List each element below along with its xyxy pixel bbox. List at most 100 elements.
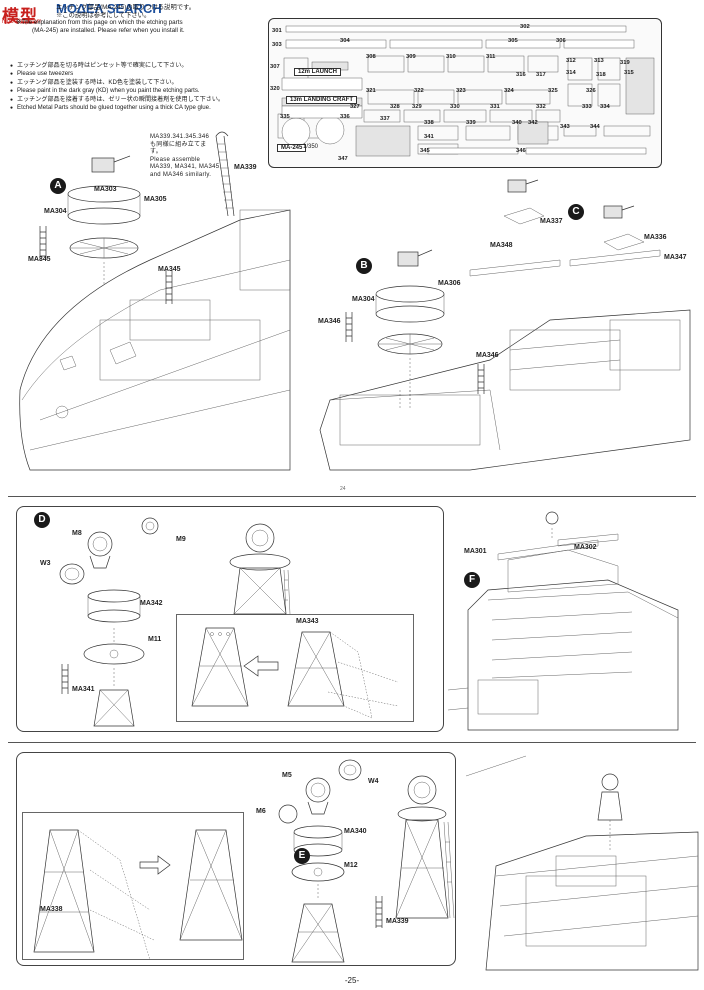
fret-part-number: 323 bbox=[456, 88, 466, 94]
part-label: MA346 bbox=[318, 318, 341, 325]
step-b-ladder-icon bbox=[345, 312, 353, 342]
step-a-ship-bow-drawing bbox=[19, 209, 291, 471]
fret-part-number: 303 bbox=[272, 42, 282, 48]
part-label: MA305 bbox=[144, 196, 167, 203]
part-label: MA340 bbox=[344, 828, 367, 835]
step-b-turret-assembly bbox=[375, 249, 445, 402]
instruction-item: エッチング部品を切る時はピンセット等で確実にして下さい。 bbox=[10, 62, 250, 71]
fret-part-number: 334 bbox=[600, 104, 610, 110]
watermark-url: moo-shop.com bbox=[2, 19, 42, 25]
step-b-marker: B bbox=[356, 258, 372, 274]
fret-part-number: 346 bbox=[516, 148, 526, 154]
part-label: MA304 bbox=[44, 208, 67, 215]
step-a-ladder-icon bbox=[165, 270, 173, 304]
fret-part-number: 311 bbox=[486, 54, 496, 60]
part-label: MA338 bbox=[40, 906, 63, 913]
fret-part-number: 319 bbox=[620, 60, 630, 66]
fret-part-number: 330 bbox=[450, 104, 460, 110]
part-label: MA339 bbox=[234, 164, 257, 171]
fret-part-number: 310 bbox=[446, 54, 456, 60]
part-label: MA301 bbox=[464, 548, 487, 555]
part-label: MA346 bbox=[476, 352, 499, 359]
fret-part-number: 327 bbox=[350, 104, 360, 110]
step-a-marker: A bbox=[50, 178, 66, 194]
instruction-item: エッチング部品を接着する時は、ゼリー状の瞬間接着剤を使用して下さい。 bbox=[10, 96, 250, 105]
fret-landing-label: 13m LANDING CRAFT bbox=[286, 96, 358, 104]
fret-part-number: 304 bbox=[340, 38, 350, 44]
fret-part-number: 308 bbox=[366, 54, 376, 60]
fret-part-number: 326 bbox=[586, 88, 596, 94]
step-a-ladder-icon bbox=[39, 226, 47, 260]
fret-part-number: 340 bbox=[512, 120, 522, 126]
part-label: MA339 bbox=[386, 918, 409, 925]
fret-part-number: 333 bbox=[582, 104, 592, 110]
step-d-completed-searchlight bbox=[229, 523, 291, 615]
watermark-title: ΜΟΔΕΛ SEARCH bbox=[56, 1, 162, 16]
arrow-right-icon bbox=[243, 655, 279, 677]
fret-part-number: 321 bbox=[366, 88, 376, 94]
intro-en-1: ※The explanation from this page on which… bbox=[16, 19, 183, 27]
fret-part-number: 344 bbox=[590, 124, 600, 130]
instruction-list: エッチング部品を切る時はピンセット等で確実にして下さい。 Please use … bbox=[10, 62, 250, 113]
part-label: MA343 bbox=[296, 618, 319, 625]
instruction-item: Please paint in the dark gray (KD) when … bbox=[10, 87, 250, 96]
assemble-note-en-2: MA339, MA341, MA345 bbox=[150, 164, 220, 171]
section-divider bbox=[8, 742, 696, 743]
step-e-ship-deck-drawing bbox=[465, 755, 699, 971]
fret-part-number: 332 bbox=[536, 104, 546, 110]
intro-text: エッチング部品(MA-245)の取りつける説明です。 ※この説明は参考にして下さ… bbox=[16, 4, 226, 34]
fret-part-number: 341 bbox=[424, 134, 434, 140]
page-number: -25- bbox=[344, 976, 360, 985]
fret-part-number: 331 bbox=[490, 104, 500, 110]
fret-part-number: 328 bbox=[390, 104, 400, 110]
step-d-ladder-icon bbox=[61, 664, 69, 694]
fret-part-number: 312 bbox=[566, 58, 576, 64]
part-label: MA306 bbox=[438, 280, 461, 287]
part-label: M5 bbox=[282, 772, 292, 779]
part-label: M11 bbox=[148, 636, 162, 643]
assemble-note-en-3: and MA346 similarly. bbox=[150, 171, 212, 178]
fret-part-number: 338 bbox=[424, 120, 434, 126]
fret-part-number: 314 bbox=[566, 70, 576, 76]
step-c-turret-assembly bbox=[503, 179, 645, 251]
fret-scale: 1/350 bbox=[303, 144, 319, 150]
fret-part-number: 322 bbox=[414, 88, 424, 94]
fret-part-number: 316 bbox=[516, 72, 526, 78]
part-label: MA345 bbox=[158, 266, 181, 273]
fret-part-number: 337 bbox=[380, 116, 390, 122]
part-label: W3 bbox=[40, 560, 51, 567]
fret-part-number: 313 bbox=[594, 58, 604, 64]
section-divider bbox=[8, 496, 696, 497]
step-e-ladder-icon bbox=[375, 896, 383, 928]
intro-jp-2: ※この説明は参考にして下さい。 bbox=[56, 11, 151, 19]
step-b-ladder-icon bbox=[477, 364, 485, 394]
instruction-item: エッチング部品を塗装する時は、KD色を塗装して下さい。 bbox=[10, 79, 250, 88]
fret-part-number: 305 bbox=[508, 38, 518, 44]
part-label: MA348 bbox=[490, 242, 513, 249]
instruction-item: Please use tweezers bbox=[10, 70, 250, 79]
fret-part-number: 302 bbox=[520, 24, 530, 30]
step-a-tall-ladder-icon bbox=[215, 131, 235, 217]
fret-part-number: 336 bbox=[340, 114, 350, 120]
part-label: MA347 bbox=[664, 254, 687, 261]
part-label: MA341 bbox=[72, 686, 95, 693]
step-e-completed-searchlight bbox=[395, 775, 455, 919]
instruction-item: Etched Metal Parts should be glued toget… bbox=[10, 104, 250, 113]
step-f-ship-superstructure-drawing bbox=[447, 511, 679, 731]
step-e-tower-after bbox=[179, 829, 243, 941]
fret-part-number: 309 bbox=[406, 54, 416, 60]
step-f-marker: F bbox=[464, 572, 480, 588]
part-label: W4 bbox=[368, 778, 379, 785]
fret-part-number: 306 bbox=[556, 38, 566, 44]
part-label: M6 bbox=[256, 808, 266, 815]
part-label: MA336 bbox=[644, 234, 667, 241]
fret-part-number: 347 bbox=[338, 156, 348, 162]
fret-part-number: 345 bbox=[420, 148, 430, 154]
step-e-tower-before bbox=[33, 829, 155, 961]
fret-part-number: 339 bbox=[466, 120, 476, 126]
fret-part-number: 301 bbox=[272, 28, 282, 34]
part-label: M8 bbox=[72, 530, 82, 537]
fret-badge: MA-245 bbox=[277, 144, 307, 152]
intro-jp: エッチング部品(MA-245)の取りつける説明です。 bbox=[56, 4, 196, 11]
step-d-marker: D bbox=[34, 512, 50, 528]
